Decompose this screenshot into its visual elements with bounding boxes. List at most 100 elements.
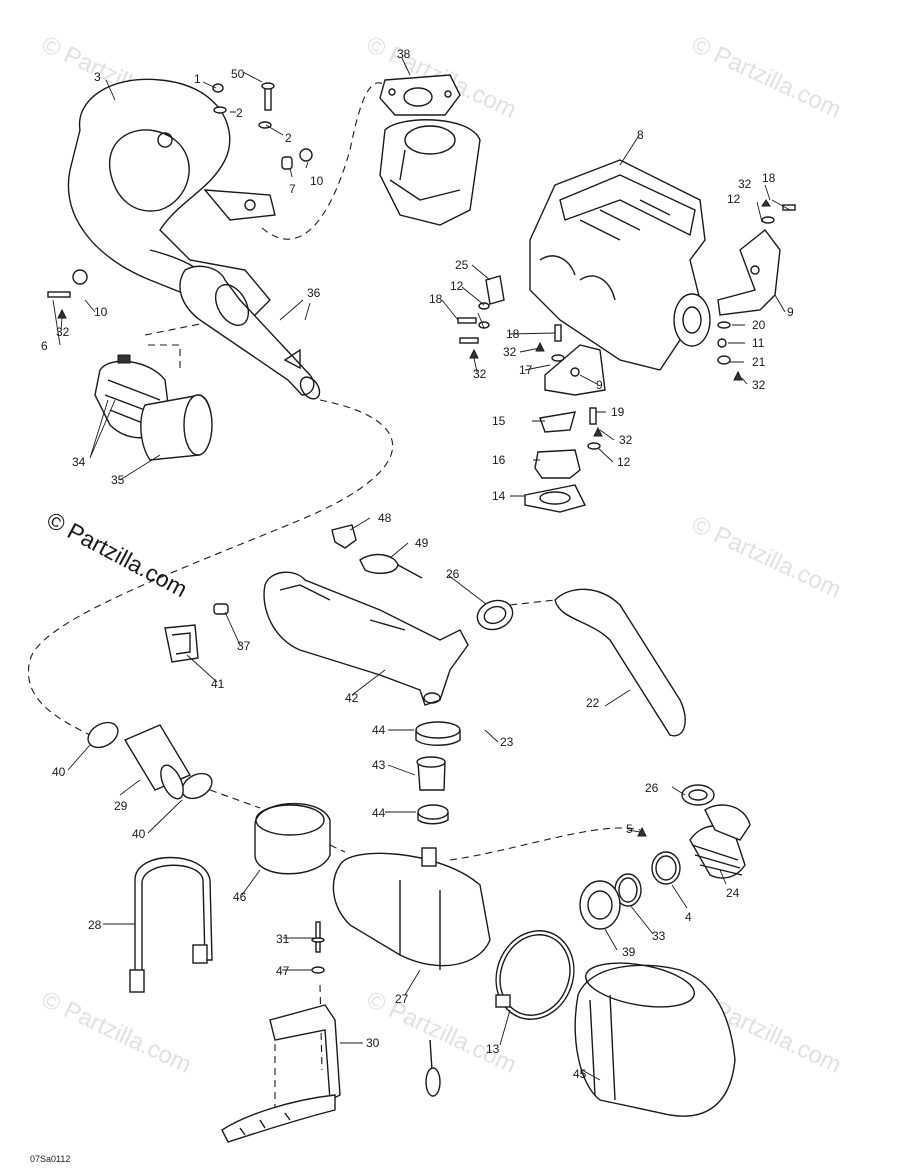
callout-label: 41 (211, 677, 225, 691)
callout-label: 32 (619, 433, 633, 447)
callout-label: 11 (752, 336, 765, 350)
callout-label: 44 (372, 806, 386, 820)
screw-and-washer (311, 921, 325, 974)
callout-label: 21 (752, 355, 766, 369)
callout-label: 10 (310, 174, 324, 188)
callout-label: 32 (752, 378, 766, 392)
callout-label: 36 (307, 286, 321, 300)
callout-label: 29 (114, 799, 128, 813)
callout-label: 12 (617, 455, 631, 469)
callout-label: 25 (455, 258, 469, 272)
cooling-manifold (263, 571, 469, 706)
hose-clamp (417, 804, 449, 825)
callout-label: 34 (72, 455, 86, 469)
hardware-fasteners (47, 82, 796, 513)
callout-label: 44 (372, 723, 386, 737)
callout-label: 9 (787, 305, 794, 319)
watermark-main: © Partzilla.com (43, 506, 192, 602)
callout-label: 18 (506, 327, 520, 341)
callout-label: 22 (586, 696, 600, 710)
muffler (332, 847, 491, 970)
callout-label: 20 (752, 318, 766, 332)
dashed-connector-hose (509, 599, 556, 606)
watermark-text: © Partzilla.com (687, 511, 845, 604)
callout-label: 42 (345, 691, 359, 705)
callout-label: 17 (519, 363, 533, 377)
callout-label: 31 (276, 932, 290, 946)
exhaust-hose (554, 588, 686, 737)
callout-label: 33 (652, 929, 666, 943)
exhaust-gasket (379, 74, 461, 116)
callout-label: 5 (626, 822, 633, 836)
callout-label: 49 (415, 536, 429, 550)
callout-label: 6 (41, 339, 48, 353)
callout-label: 15 (492, 414, 506, 428)
callout-label: 13 (486, 1042, 500, 1056)
dashed-connector-outlet (449, 827, 641, 861)
rubber-connector (416, 756, 446, 791)
o-ring (651, 851, 681, 885)
watermark-text: © Partzilla.com (37, 986, 195, 1079)
callout-label: 38 (397, 47, 411, 61)
muffler-support-bracket (221, 1004, 341, 1143)
retaining-clip (164, 624, 199, 663)
callout-label: 12 (727, 192, 741, 206)
callout-label: 19 (611, 405, 625, 419)
engine-mount-bracket-upper (717, 229, 781, 316)
callout-label: 27 (395, 992, 409, 1006)
callout-label: 28 (88, 918, 102, 932)
callout-label: 43 (372, 758, 386, 772)
callout-label: 18 (762, 171, 776, 185)
callout-label: 12 (450, 279, 464, 293)
callout-label: 23 (500, 735, 514, 749)
callout-label: 4 (685, 910, 692, 924)
exhaust-manifold (67, 78, 276, 321)
dashed-connector-pipe-clamp (144, 319, 221, 370)
callout-label: 35 (111, 473, 125, 487)
drawing-code: 07Sa0112 (30, 1154, 70, 1164)
engine-block (529, 159, 711, 371)
callout-label: 32 (738, 177, 752, 191)
callout-label: 46 (233, 890, 247, 904)
callout-label: 39 (622, 945, 636, 959)
outlet-fitting-elbow (689, 804, 751, 879)
hose-clamp (476, 599, 514, 631)
callout-label: 18 (429, 292, 443, 306)
outlet-nut (579, 880, 621, 930)
resonator (574, 962, 736, 1117)
exhaust-tube (123, 724, 192, 800)
callout-label: 7 (289, 182, 296, 196)
callout-label: 2 (285, 131, 292, 145)
hose-clamp (681, 784, 715, 806)
muffler-sleeve (254, 802, 331, 875)
callout-label: 26 (446, 567, 460, 581)
rubber-plug (213, 603, 229, 615)
callout-label: 3 (94, 70, 101, 84)
callout-label: 26 (645, 781, 659, 795)
callout-label: 9 (596, 378, 603, 392)
callout-label: 37 (237, 639, 251, 653)
callout-label: 24 (726, 886, 740, 900)
watermark-text: © Partzilla.com (687, 31, 845, 124)
rubber-sleeve (140, 394, 213, 461)
callout-label: 14 (492, 489, 506, 503)
callout-label: 16 (492, 453, 506, 467)
callout-leaders (52, 57, 791, 1081)
callout-label: 47 (276, 964, 290, 978)
dashed-connector-main (27, 399, 394, 736)
hose-clamp (415, 721, 461, 746)
hose-clamp (87, 721, 119, 749)
callout-label: 30 (366, 1036, 380, 1050)
callout-label: 1 (194, 72, 201, 86)
callout-label: 10 (94, 305, 108, 319)
callout-label: 48 (378, 511, 392, 525)
dashed-connector-manifold-engine (261, 82, 386, 240)
tuned-pipe (179, 265, 321, 400)
callout-label: 2 (236, 106, 243, 120)
callout-label: 50 (231, 67, 245, 81)
retaining-strap (129, 856, 213, 993)
callout-label: 32 (473, 367, 487, 381)
callout-label: 32 (503, 345, 517, 359)
exhaust-adapter (379, 119, 481, 226)
